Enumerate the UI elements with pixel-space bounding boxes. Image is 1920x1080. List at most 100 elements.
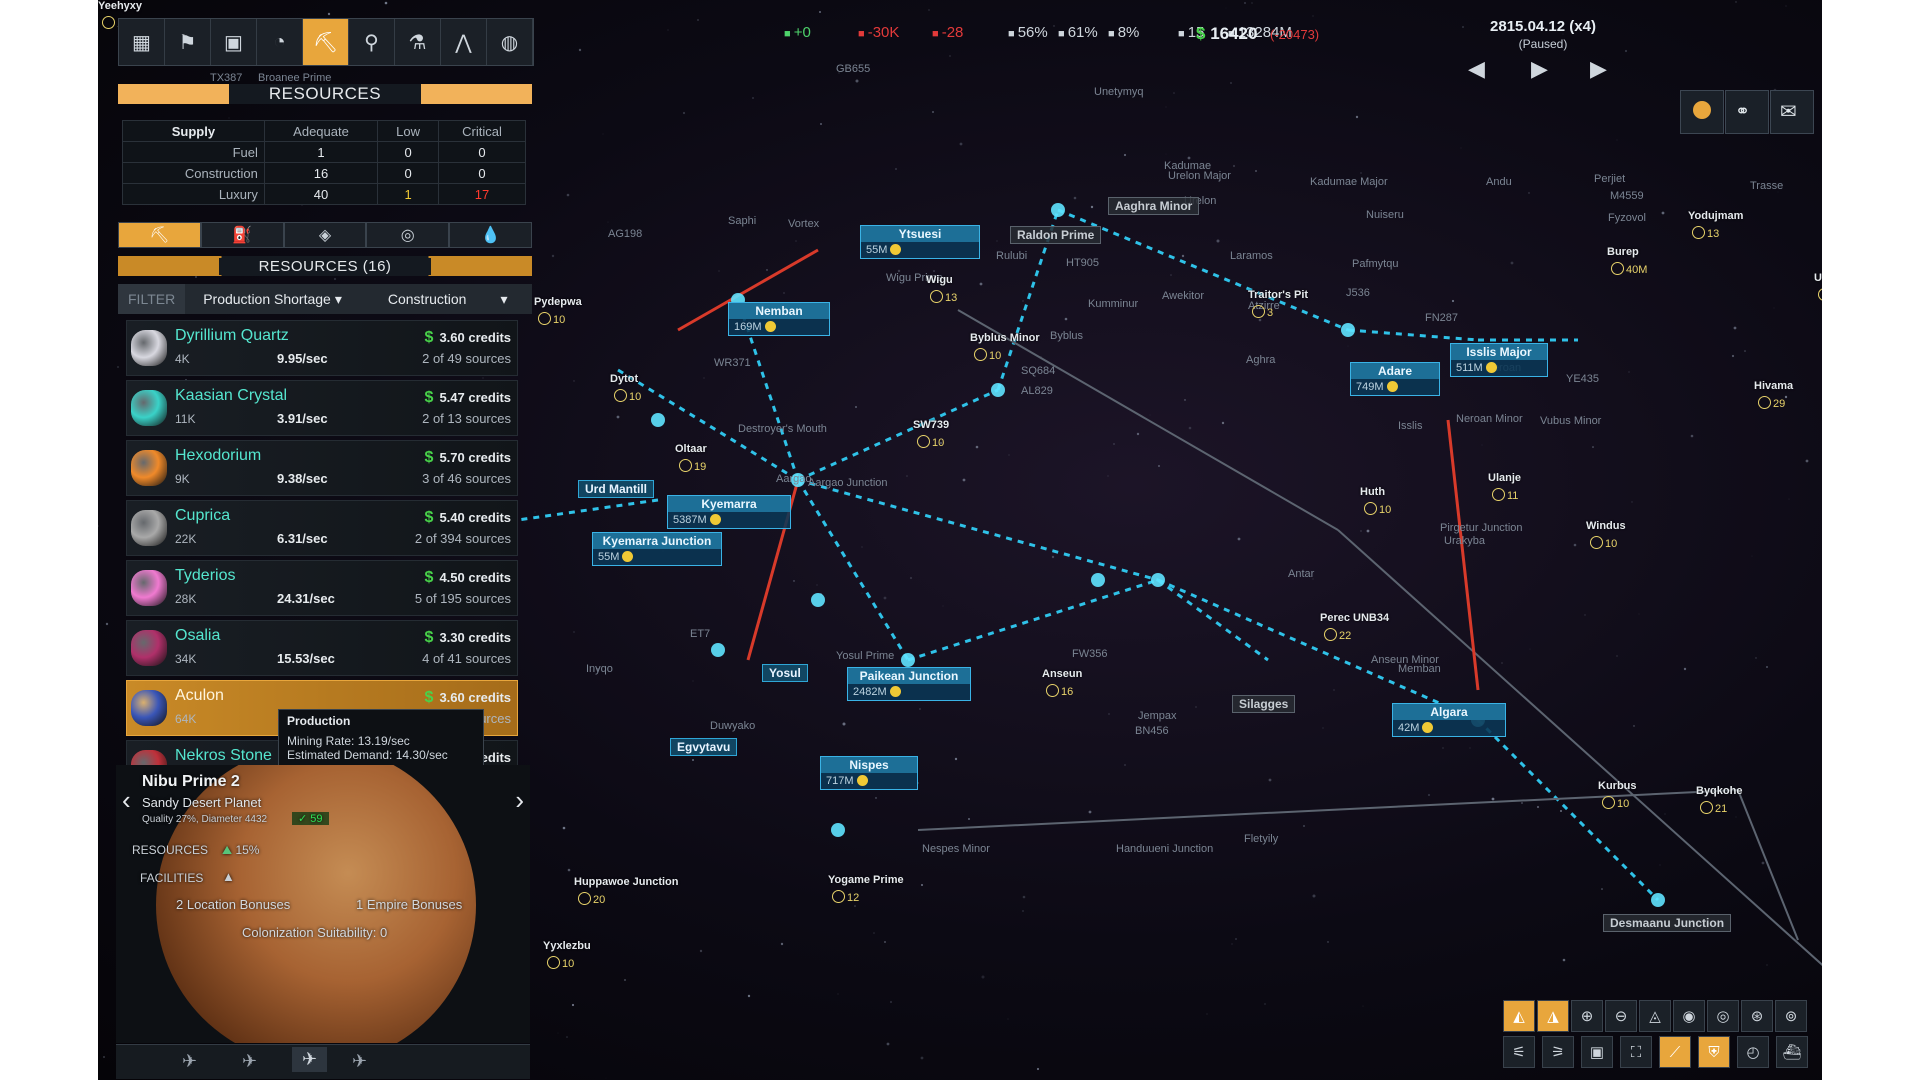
toolbar-button[interactable]: ◭ <box>1503 1000 1535 1032</box>
main-tab[interactable]: ⚑ <box>165 19 211 65</box>
main-tab[interactable]: ⚗ <box>395 19 441 65</box>
main-tab[interactable]: ⋀ <box>441 19 487 65</box>
star-system-marker[interactable] <box>1091 573 1105 587</box>
toolbar-button[interactable]: ⛶ <box>1620 1036 1652 1068</box>
messages-button[interactable]: ✉ <box>1770 90 1814 134</box>
system-name[interactable]: Yogame Prime <box>828 874 904 886</box>
star-system-marker[interactable] <box>1051 203 1065 217</box>
tab-luxury[interactable]: ◈ <box>283 222 367 248</box>
main-tab[interactable]: ⛏ <box>303 19 349 65</box>
toolbar-button[interactable]: ⛴ <box>1776 1036 1808 1068</box>
filter-select[interactable]: Production Shortage <box>203 291 331 307</box>
main-tab[interactable]: ⚲ <box>349 19 395 65</box>
star-system-marker[interactable] <box>1151 573 1165 587</box>
system-name[interactable]: Pydepwa <box>534 296 582 308</box>
main-tab[interactable]: ◍ <box>487 19 533 65</box>
slow-down-button[interactable]: ◀ <box>1468 56 1485 81</box>
star-system-marker[interactable] <box>991 383 1005 397</box>
system-name[interactable]: Dytot <box>610 373 639 385</box>
prev-planet-button[interactable]: ‹ <box>122 785 131 815</box>
system-name[interactable]: Oltaar <box>675 443 707 455</box>
star-system-marker[interactable] <box>711 643 725 657</box>
star-system-marker[interactable] <box>791 473 805 487</box>
type-select[interactable]: Construction <box>387 291 467 307</box>
star-system-marker[interactable] <box>651 413 665 427</box>
system-plate[interactable]: Silagges <box>1232 695 1296 713</box>
system-name[interactable]: Hivama <box>1754 380 1794 392</box>
star-system-marker[interactable] <box>1341 323 1355 337</box>
system-plate[interactable]: Yosul <box>762 664 808 682</box>
tab-construction[interactable]: ⛏ <box>118 222 201 248</box>
star-system-marker[interactable] <box>811 593 825 607</box>
system-name[interactable]: Yodujmam <box>1688 210 1744 222</box>
toolbar-button[interactable]: ◴ <box>1737 1036 1769 1068</box>
system-plate[interactable]: Desmaanu Junction <box>1603 914 1732 932</box>
toolbar-button[interactable]: ⊕ <box>1571 1000 1603 1032</box>
toolbar-button[interactable]: ◉ <box>1673 1000 1705 1032</box>
next-planet-button[interactable]: › <box>515 785 524 815</box>
toolbar-button[interactable]: ⚟ <box>1503 1036 1535 1068</box>
toolbar-button[interactable]: ⚞ <box>1542 1036 1574 1068</box>
system-name[interactable]: Ulanje <box>1488 472 1522 484</box>
star-system-marker[interactable] <box>901 653 915 667</box>
location-bonuses[interactable]: 2 Location Bonuses <box>176 897 291 912</box>
system-name[interactable]: Huppawoe Junction <box>574 876 679 888</box>
system-name[interactable]: Ureefuqa <box>1814 272 1822 284</box>
ship-action-icon[interactable]: ✈ <box>182 1051 198 1071</box>
system-name[interactable]: Huth <box>1360 486 1386 498</box>
star-system-marker[interactable] <box>1651 893 1665 907</box>
system-name[interactable]: Burep <box>1607 246 1639 258</box>
toolbar-button[interactable]: ◎ <box>1707 1000 1739 1032</box>
ship-action-b-icon[interactable]: ✈ <box>242 1051 258 1071</box>
ship-action-c-icon[interactable]: ✈ <box>292 1047 328 1072</box>
system-plate[interactable]: Raldon Prime <box>1010 226 1102 244</box>
system-plate[interactable]: Urd Mantill <box>578 480 654 498</box>
toolbar-button[interactable]: ⊖ <box>1605 1000 1637 1032</box>
toolbar-button[interactable]: ⛨ <box>1698 1036 1730 1068</box>
system-name[interactable]: SW739 <box>913 419 950 431</box>
play-button[interactable]: ▶ <box>1531 56 1548 81</box>
tab-gas[interactable]: ◎ <box>366 222 450 248</box>
toolbar-button[interactable]: ⊚ <box>1775 1000 1807 1032</box>
diplomacy-button[interactable]: ⚭ <box>1725 90 1769 134</box>
speed-up-button[interactable]: ▶ <box>1590 56 1607 81</box>
system-name[interactable]: Byqkohe <box>1696 785 1743 797</box>
star-system-marker[interactable] <box>831 823 845 837</box>
system-name[interactable]: Kurbus <box>1598 780 1637 792</box>
main-tab[interactable]: ▣ <box>211 19 257 65</box>
empire-alerts-button[interactable] <box>1680 90 1724 134</box>
system-name[interactable]: Traitor's Pit <box>1248 289 1309 301</box>
toolbar-button[interactable]: ⟋ <box>1659 1036 1691 1068</box>
toolbar-button[interactable]: ◮ <box>1537 1000 1569 1032</box>
system-name[interactable]: Yeehyxy <box>98 0 143 12</box>
main-tab[interactable]: ◔ <box>257 19 303 65</box>
system-name[interactable]: Yyxlezbu <box>543 940 591 952</box>
ship-action-d-icon[interactable]: ✈ <box>352 1051 368 1071</box>
empire-bonuses[interactable]: 1 Empire Bonuses <box>356 897 463 912</box>
tab-fuel[interactable]: ⛽ <box>200 222 284 248</box>
toolbar-button[interactable]: ⊛ <box>1741 1000 1773 1032</box>
toolbar-button[interactable]: ▣ <box>1581 1036 1613 1068</box>
system-plate[interactable]: Egvytavu <box>670 738 738 756</box>
system-name[interactable]: Perec UNB34 <box>1320 612 1390 624</box>
system-plate[interactable]: Aaghra Minor <box>1108 197 1200 215</box>
tab-water[interactable]: 💧 <box>449 222 532 248</box>
main-tab[interactable]: ▦ <box>119 19 165 65</box>
system-name[interactable]: Byblus Minor <box>970 332 1040 344</box>
